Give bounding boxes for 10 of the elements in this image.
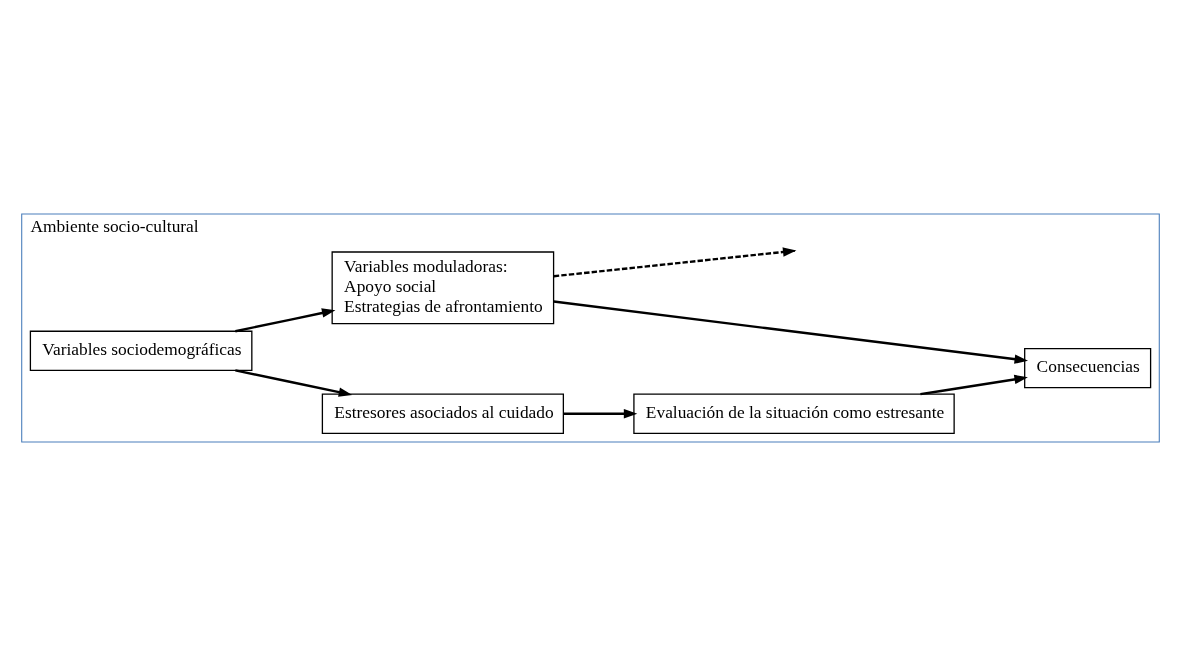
arrow <box>235 307 336 332</box>
arrow <box>235 368 353 397</box>
node-box: Estresores asociados al cuidado <box>321 393 564 434</box>
node-box: Evaluación de la situación como estresante <box>633 393 955 434</box>
arrow <box>920 374 1028 395</box>
node-box: Variables moduladoras: Apoyo social Estrategias de afrontamiento <box>331 250 555 324</box>
arrow <box>553 299 1029 364</box>
arrow <box>563 408 638 418</box>
node-box: Consecuencias <box>1024 347 1152 388</box>
node-box: Variables sociodemográficas <box>29 330 253 371</box>
